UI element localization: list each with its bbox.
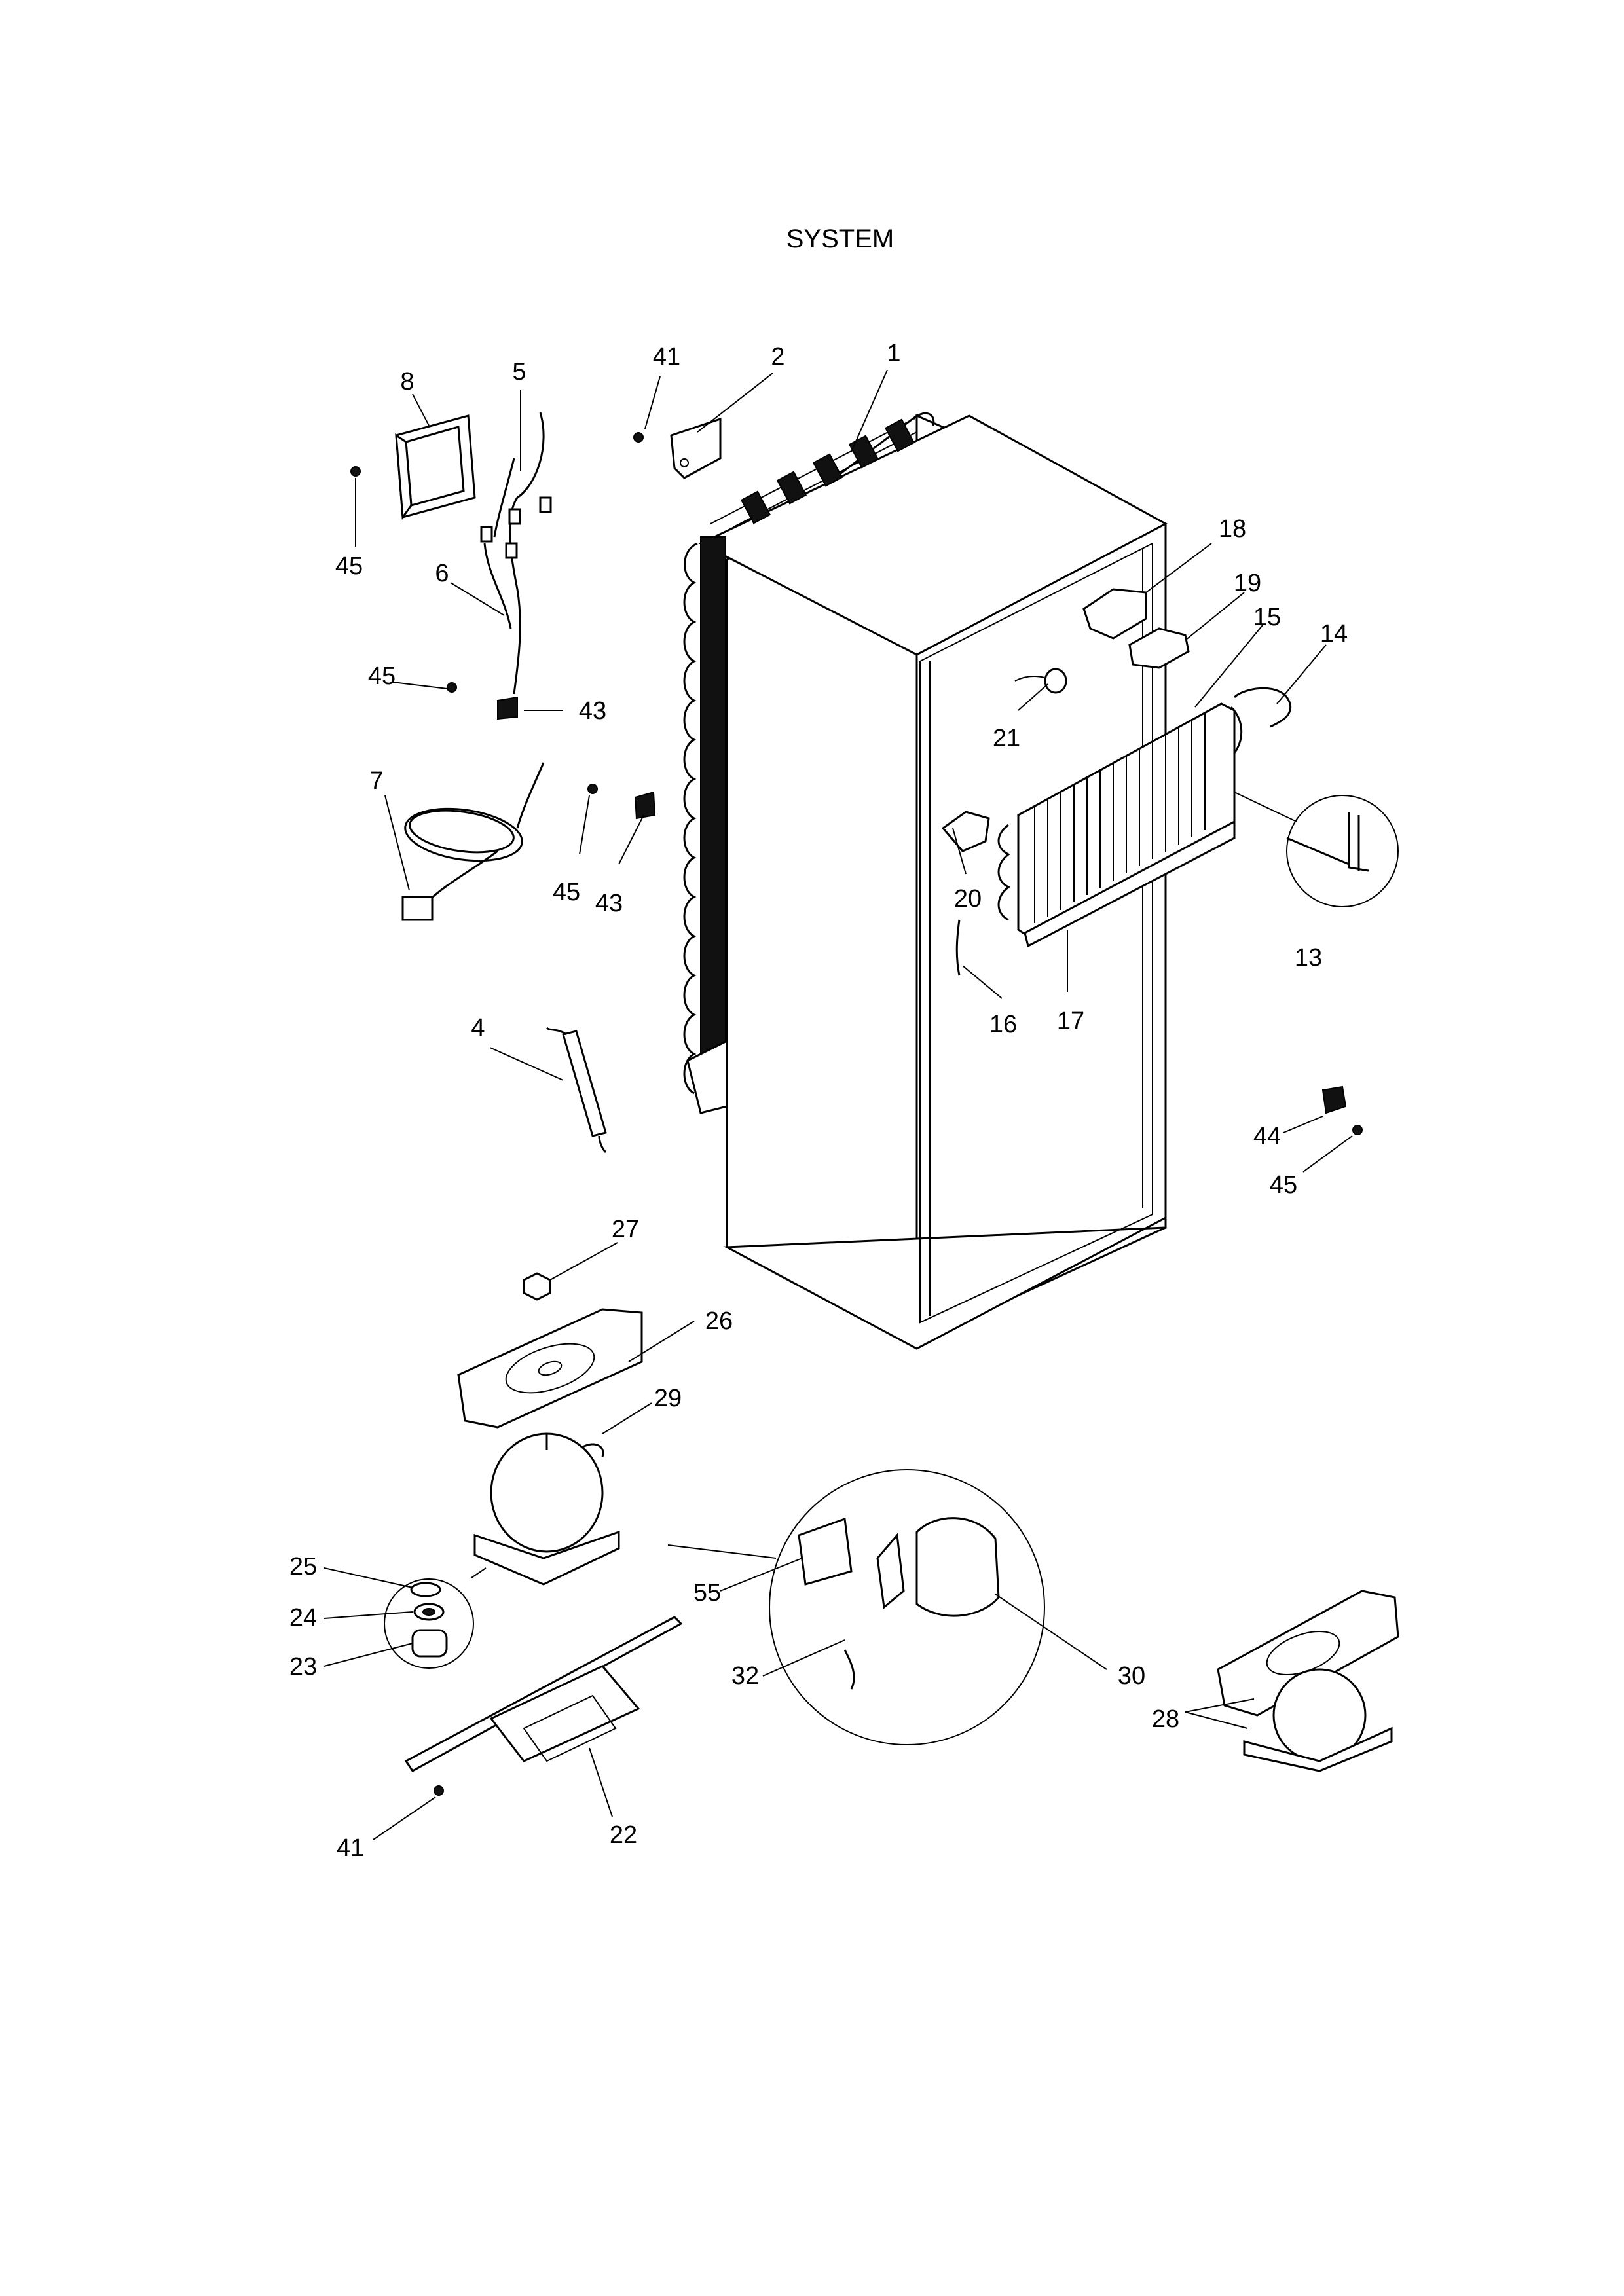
diagram-title: SYSTEM <box>786 225 894 253</box>
callout-18: 18 <box>1219 515 1246 543</box>
callout-55: 55 <box>693 1579 721 1607</box>
callout-25: 25 <box>289 1553 317 1580</box>
compressor <box>473 1432 620 1586</box>
callout-30: 30 <box>1118 1662 1145 1690</box>
callout-26: 26 <box>705 1307 733 1335</box>
callout-7: 7 <box>369 767 383 795</box>
callout-32: 32 <box>731 1662 759 1690</box>
callout-41-bottom: 41 <box>337 1834 364 1862</box>
callout-24: 24 <box>289 1604 317 1631</box>
defrost-thermostat <box>1014 668 1067 694</box>
callout-5: 5 <box>512 358 526 386</box>
evaporator-bracket <box>1128 627 1190 669</box>
control-box-bracket <box>395 414 476 520</box>
callout-4: 4 <box>471 1014 485 1042</box>
mounting-bracket <box>670 417 722 479</box>
hex-nut <box>523 1272 551 1301</box>
wire-harness <box>480 412 552 695</box>
callout-20: 20 <box>954 885 982 913</box>
callout-45-d: 45 <box>1270 1171 1297 1199</box>
callout-28: 28 <box>1152 1705 1179 1733</box>
callout-23: 23 <box>289 1653 317 1681</box>
callout-43-a: 43 <box>579 697 606 725</box>
callout-17: 17 <box>1057 1008 1084 1035</box>
wire-clip-44 <box>1321 1085 1347 1114</box>
callout-43-b: 43 <box>595 890 623 917</box>
callout-29: 29 <box>654 1385 682 1412</box>
refrigerator-cabinet <box>698 413 1168 1350</box>
detail-circle-13 <box>1234 792 1399 907</box>
callout-41-top: 41 <box>653 343 680 371</box>
compressor-assembly-28 <box>1217 1590 1399 1772</box>
relay-overload-detail <box>667 1469 1045 1745</box>
screw-icon <box>350 432 1363 1796</box>
wire-clip-lower <box>634 791 656 820</box>
grommet-detail <box>384 1567 487 1669</box>
drain-pan <box>457 1308 643 1429</box>
callout-45-b: 45 <box>368 663 396 690</box>
callout-14: 14 <box>1320 620 1348 647</box>
evaporator-cover-clip <box>1082 588 1147 640</box>
callout-19: 19 <box>1234 570 1261 597</box>
callout-1: 1 <box>887 340 900 367</box>
condenser-coil <box>683 412 935 1114</box>
callout-16: 16 <box>989 1011 1017 1038</box>
heater-wire <box>955 919 961 976</box>
power-cord <box>401 762 545 921</box>
callout-15: 15 <box>1253 604 1281 631</box>
compressor-base <box>404 1616 683 1772</box>
filter-drier <box>545 1027 607 1154</box>
thermostat-clip <box>941 811 990 852</box>
callout-8: 8 <box>400 368 414 395</box>
callout-44: 44 <box>1253 1123 1281 1150</box>
callout-labels: 1 2 41 5 8 45 6 45 43 7 45 43 4 18 19 15… <box>289 340 1348 1862</box>
callout-13: 13 <box>1295 944 1322 972</box>
wire-clip-upper <box>497 696 518 720</box>
callout-27: 27 <box>612 1216 639 1243</box>
callout-22: 22 <box>610 1821 637 1849</box>
evaporator <box>997 687 1292 948</box>
leader-lines <box>323 369 1353 1840</box>
callout-45-a: 45 <box>335 553 363 580</box>
callout-45-c: 45 <box>553 879 580 906</box>
callout-6: 6 <box>435 560 449 587</box>
callout-21: 21 <box>993 725 1020 752</box>
callout-2: 2 <box>771 343 784 371</box>
